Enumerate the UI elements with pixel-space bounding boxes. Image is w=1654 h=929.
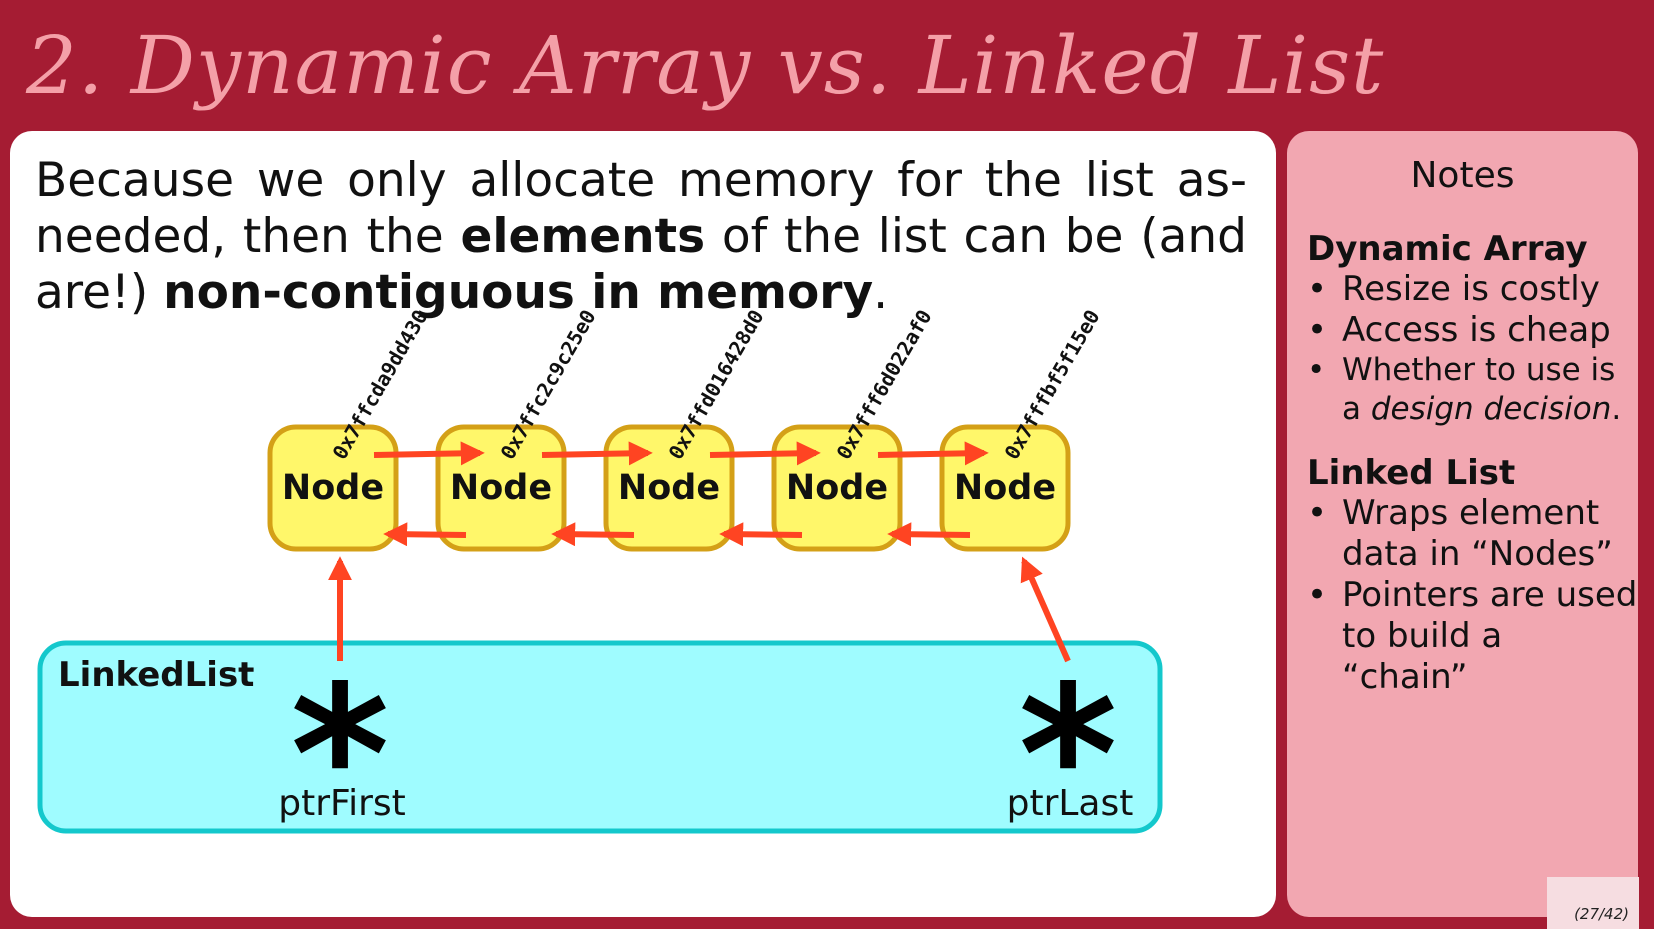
notes-title: Notes [1410, 155, 1515, 196]
notes-item: Access is cheap [1307, 310, 1638, 351]
node-box [267, 424, 399, 552]
paragraph-text: . [873, 265, 889, 320]
notes-item: Resize is costly [1307, 269, 1638, 310]
notes-list-linked-list: Wraps element data in “Nodes” Pointers a… [1307, 493, 1638, 698]
notes-item: Wraps element data in “Nodes” [1307, 493, 1638, 575]
slide-title: 2. Dynamic Array vs. Linked List [26, 19, 1385, 112]
paragraph-text: of the list can be (and are!) [35, 209, 1247, 320]
node-label: Node [786, 468, 888, 508]
node-label: Node [450, 468, 552, 508]
linked-list-box [37, 640, 1163, 834]
main-content-panel: Because we only allocate memory for the … [10, 131, 1276, 917]
paragraph-emphasis-noncontiguous: non-contiguous in memory [163, 265, 874, 320]
paragraph-emphasis-elements: elements [460, 209, 706, 264]
prev-pointer-arrow [719, 522, 803, 547]
node-label: Node [618, 468, 720, 508]
notes-item: Whether to use is a design decision. [1307, 351, 1638, 429]
notes-item-emphasis: design decision [1370, 391, 1612, 427]
prev-pointer-arrow [551, 522, 635, 547]
prev-pointer-arrow [383, 522, 467, 547]
prev-pointer-arrow [887, 522, 971, 547]
notes-heading-linked-list: Linked List [1307, 453, 1516, 493]
notes-item-text: . [1611, 391, 1622, 427]
ptr-first-star: * [290, 645, 389, 866]
notes-item-text: Whether to use is a [1342, 352, 1616, 427]
nodes-layer: Node0x7ffcda9dd430Node0x7ffc2c9c25e0Node… [267, 306, 1105, 552]
linked-list-title: LinkedList [58, 655, 254, 695]
next-pointer-arrow [877, 441, 989, 466]
notes-list-dynamic-array: Resize is costly Access is cheap Whether… [1307, 269, 1638, 429]
main-paragraph: Because we only allocate memory for the … [35, 153, 1247, 321]
page-counter: (27/42) [1547, 877, 1639, 929]
next-pointer-arrow [541, 441, 653, 466]
notes-panel: Notes Dynamic Array Resize is costly Acc… [1287, 131, 1638, 917]
ptr-first-label: ptrFirst [278, 783, 406, 824]
ptr-last-label: ptrLast [1007, 783, 1134, 824]
arrows-layer [328, 441, 1071, 663]
next-pointer-arrow [709, 441, 821, 466]
notes-heading-dynamic-array: Dynamic Array [1307, 229, 1588, 269]
next-pointer-arrow [373, 441, 485, 466]
node-label: Node [282, 468, 384, 508]
linked-list-diagram: LinkedList * * ptrFirst ptrLast Node0x7f… [37, 306, 1163, 866]
node-label: Node [954, 468, 1056, 508]
notes-item: Pointers are used to build a “chain” [1307, 575, 1638, 698]
ptr-last-star: * [1018, 645, 1117, 866]
ptr-last-arrow [1020, 556, 1071, 663]
paragraph-text: Because we only allocate memory for the … [35, 153, 1247, 264]
